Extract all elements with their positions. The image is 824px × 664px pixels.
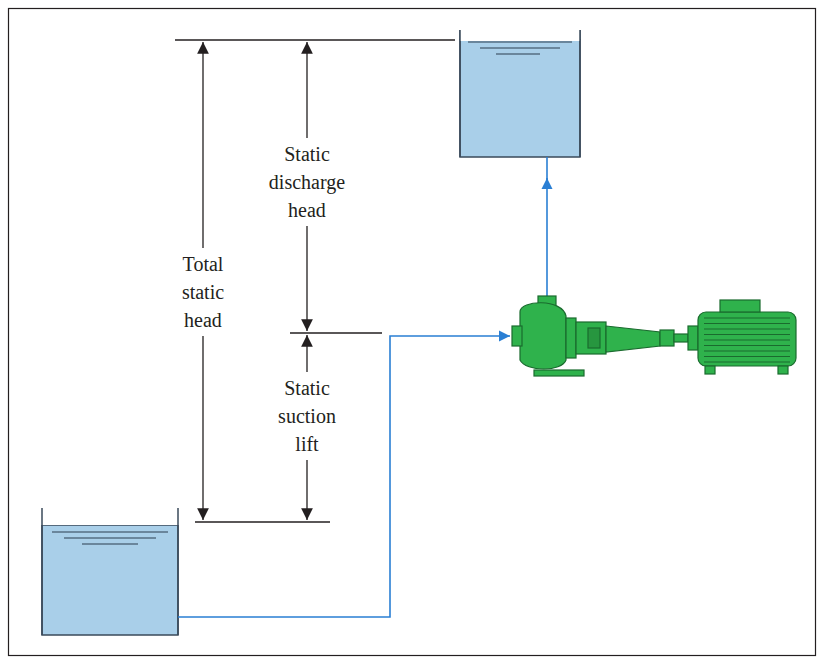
dimension-label: Total static head (167, 248, 239, 336)
dimension-label: Static suction lift (264, 372, 350, 460)
dimension-label: Static discharge head (258, 138, 356, 226)
